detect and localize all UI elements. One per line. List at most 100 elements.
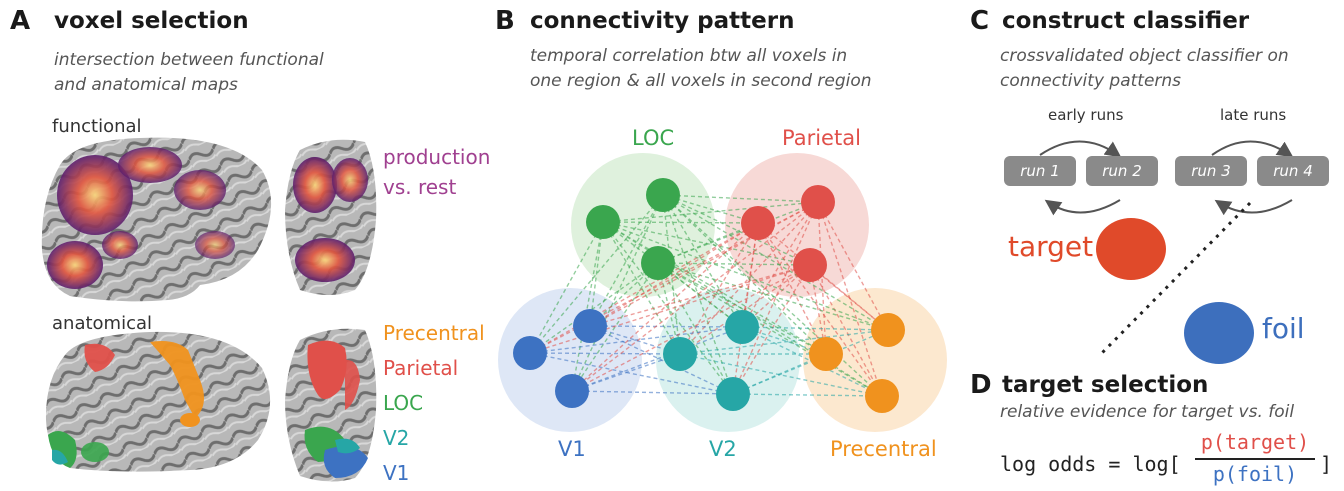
voxel-node-loc: [646, 178, 680, 212]
connection-edge: [679, 222, 759, 355]
panel-d-title: target selection: [1002, 372, 1209, 398]
connection-edge: [757, 222, 827, 355]
connection-edge: [589, 222, 759, 327]
voxel-node-loc: [586, 205, 620, 239]
anatomical-label: anatomical: [52, 313, 153, 334]
formula-prefix: log odds = log[: [1000, 452, 1181, 476]
panel-c-subtitle: crossvalidated object classifier on conn…: [1000, 44, 1289, 94]
connection-edge: [589, 194, 664, 327]
connection-edge: [662, 194, 827, 355]
anatomical-legend: Precentral Parietal LOC V2 V1: [383, 316, 485, 491]
panel-d-letter: D: [970, 370, 992, 400]
connection-edge: [571, 221, 604, 392]
run-4-pill: run 4: [1257, 156, 1329, 186]
foil-label: foil: [1262, 312, 1305, 345]
voxel-node-loc: [641, 246, 675, 280]
region-label-precentral: Precentral: [830, 437, 937, 461]
formula-denominator: p(foil): [1212, 462, 1298, 486]
region-label-loc: LOC: [632, 126, 675, 150]
panel-c-subtitle-line2: connectivity patterns: [1000, 71, 1182, 91]
connection-edge: [817, 201, 889, 331]
late-runs-label: late runs: [1220, 106, 1287, 124]
voxel-node-v1: [573, 309, 607, 343]
late-bottom-arrow: [1214, 199, 1293, 216]
panel-b-subtitle-line1: temporal correlation btw all voxels in: [530, 46, 848, 66]
connection-edge: [679, 353, 883, 397]
functional-legend-line1: production: [383, 145, 491, 169]
connection-edge: [679, 201, 819, 355]
formula-fraction-bar: [1195, 458, 1315, 460]
connection-edge: [602, 221, 734, 395]
connection-edge: [732, 393, 883, 397]
connectivity-network: [498, 153, 947, 432]
connection-edge: [529, 201, 819, 354]
run-1-pill: run 1: [1004, 156, 1076, 186]
legend-v1: V1: [383, 461, 410, 485]
legend-parietal: Parietal: [383, 356, 459, 380]
run-arrows: [1039, 140, 1294, 216]
voxel-node-parietal: [793, 248, 827, 282]
functional-legend: production vs. rest: [383, 142, 490, 202]
panel-b-subtitle-line2: one region & all voxels in second region: [530, 71, 872, 91]
region-label-parietal: Parietal: [782, 126, 861, 150]
run-2-pill: run 2: [1086, 156, 1158, 186]
formula-suffix: ]: [1320, 452, 1333, 476]
panel-a-letter: A: [10, 6, 31, 36]
panel-a-title: voxel selection: [54, 8, 249, 34]
connection-edge: [571, 264, 811, 392]
formula-numerator: p(target): [1200, 430, 1310, 454]
connection-edge: [809, 264, 883, 397]
early-bottom-arrow: [1044, 199, 1121, 216]
functional-legend-line2: vs. rest: [383, 175, 457, 199]
panel-d-subtitle: relative evidence for target vs. foil: [1000, 402, 1295, 422]
connection-edge: [657, 222, 759, 264]
connection-edge: [662, 194, 743, 328]
voxel-node-v2: [725, 310, 759, 344]
voxel-node-parietal: [741, 206, 775, 240]
connection-edge: [571, 194, 664, 392]
connection-edge: [571, 326, 743, 392]
panel-a-subtitle-line1: intersection between functional: [54, 50, 324, 70]
connection-edge: [529, 222, 759, 354]
voxel-node-v2: [716, 377, 750, 411]
connection-edge: [657, 262, 827, 355]
early-runs-label: early runs: [1048, 106, 1124, 124]
anatomical-posterior-brain: [285, 328, 377, 482]
run-3-pill: run 3: [1175, 156, 1247, 186]
panel-a-subtitle: intersection between functional and anat…: [54, 48, 324, 98]
connection-edge: [657, 262, 811, 266]
connection-edge: [602, 221, 681, 355]
panel-c-title: construct classifier: [1002, 8, 1250, 34]
voxel-node-precentral: [809, 337, 843, 371]
functional-label: functional: [52, 116, 142, 137]
voxel-node-parietal: [801, 185, 835, 219]
connection-edge: [662, 194, 889, 331]
voxel-node-v1: [555, 374, 589, 408]
panel-a-subtitle-line2: and anatomical maps: [54, 75, 238, 95]
panel-b-letter: B: [495, 6, 515, 36]
target-circle: [1096, 218, 1166, 280]
connection-edge: [529, 326, 743, 354]
region-label-v1: V1: [558, 437, 586, 461]
functional-posterior-brain: [285, 139, 377, 295]
anatomical-lateral-brain: [45, 331, 271, 472]
brain-renderings: [41, 137, 377, 482]
legend-loc: LOC: [383, 391, 424, 415]
connection-edge: [602, 221, 759, 224]
connection-edge: [662, 194, 811, 266]
voxel-node-v2: [663, 337, 697, 371]
voxel-node-precentral: [871, 313, 905, 347]
voxel-node-precentral: [865, 379, 899, 413]
connection-edge: [662, 194, 819, 203]
panel-c-subtitle-line1: crossvalidated object classifier on: [1000, 46, 1289, 66]
connection-edge: [657, 262, 883, 397]
connection-edge: [589, 264, 811, 327]
panel-b-subtitle: temporal correlation btw all voxels in o…: [530, 44, 872, 94]
legend-v2: V2: [383, 426, 410, 450]
panel-b-title: connectivity pattern: [530, 8, 795, 34]
legend-precentral: Precentral: [383, 321, 485, 345]
functional-lateral-brain: [41, 137, 272, 302]
connection-edge: [589, 325, 743, 328]
connection-edge: [817, 201, 827, 355]
connection-edge: [602, 221, 827, 355]
